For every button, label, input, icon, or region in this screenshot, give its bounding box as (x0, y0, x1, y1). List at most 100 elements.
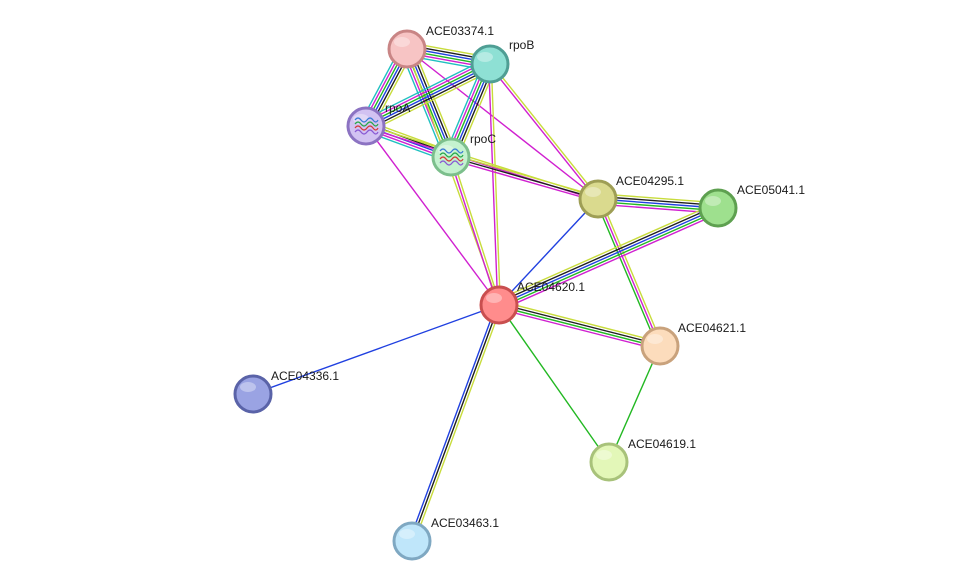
node-circle[interactable] (387, 29, 427, 69)
node-ACE04295.1[interactable]: ACE04295.1 (578, 174, 684, 219)
node-highlight (585, 187, 601, 197)
edge-line-textmining (412, 46, 458, 155)
node-highlight (240, 382, 256, 392)
node-label: rpoA (385, 101, 410, 115)
edge-line-textmining (598, 193, 719, 204)
node-label: ACE04620.1 (517, 280, 585, 294)
edge-rpoC-ACE04295.1[interactable] (450, 153, 599, 203)
edge-line-textmining (451, 153, 599, 198)
edge-line-cooccurrence (498, 207, 719, 306)
node-label: ACE05041.1 (737, 183, 805, 197)
edge-ACE04295.1-ACE04620.1[interactable] (498, 198, 599, 306)
edge-ACE04620.1-ACE04621.1[interactable] (497, 300, 662, 351)
node-highlight (394, 37, 410, 47)
node-ACE04619.1[interactable]: ACE04619.1 (589, 437, 696, 482)
edge-rpoB-rpoA[interactable] (362, 57, 494, 133)
edge-line-experimental (488, 64, 499, 306)
edge-line-textmining (599, 197, 664, 346)
edge-ACE04295.1-ACE04621.1[interactable] (594, 197, 664, 348)
edge-line-coexpression (598, 195, 719, 207)
edge-line-neighborhood (365, 62, 490, 126)
edge-rpoB-ACE04295.1[interactable] (488, 62, 600, 201)
structure-strand (439, 152, 464, 158)
edge-rpoB-ACE04620.1[interactable] (488, 63, 501, 306)
edge-line-experimental (365, 125, 500, 306)
node-circle[interactable] (698, 188, 738, 228)
edge-line-textmining (496, 202, 717, 301)
protein-structure-icon (354, 117, 379, 135)
node-circle[interactable] (479, 285, 519, 325)
edge-line-experimental (450, 158, 598, 203)
node-ACE03374.1[interactable]: ACE03374.1 (387, 24, 494, 69)
structure-strand (439, 148, 464, 154)
node-ACE04336.1[interactable]: ACE04336.1 (233, 369, 339, 414)
edge-line-coexpression (409, 47, 456, 156)
node-highlight (596, 450, 612, 460)
structure-strand (354, 125, 379, 131)
node-circle[interactable] (346, 106, 386, 146)
edge-line-experimental (406, 48, 599, 200)
edge-line-coexpression (411, 304, 500, 542)
node-circle[interactable] (431, 137, 471, 177)
node-circle[interactable] (392, 521, 432, 561)
node-label: rpoB (509, 38, 534, 52)
edge-line-textmining (451, 156, 501, 305)
edge-line-experimental (500, 212, 721, 311)
node-rpoC[interactable]: rpoC (431, 132, 496, 177)
edge-line-database (362, 57, 488, 121)
nodes-layer: ACE03374.1 rpoB rpoA rpoC ACE04295.1ACE05041… (233, 24, 805, 561)
structure-strand (354, 129, 379, 135)
edge-line-textmining (499, 300, 662, 343)
structure-strand (354, 121, 379, 127)
edge-line-coexpression (499, 303, 661, 346)
edge-ACE04621.1-ACE04619.1[interactable] (608, 345, 661, 463)
structure-strand (439, 156, 464, 162)
node-circle[interactable] (578, 179, 618, 219)
node-ACE04621.1[interactable]: ACE04621.1 (640, 321, 746, 366)
node-circle[interactable] (640, 326, 680, 366)
edge-line-coexpression (367, 66, 493, 131)
edge-line-neighborhood (498, 305, 660, 348)
node-ACE03463.1[interactable]: ACE03463.1 (392, 516, 499, 561)
protein-structure-icon (439, 148, 464, 166)
edge-rpoA-ACE04620.1[interactable] (365, 125, 500, 306)
edge-line-experimental (497, 308, 660, 351)
edge-line-textmining (490, 63, 501, 305)
edge-line-textmining (413, 305, 503, 543)
node-ACE04620.1[interactable]: ACE04620.1 (479, 280, 585, 325)
node-rpoA[interactable]: rpoA (346, 101, 410, 146)
node-highlight (399, 529, 415, 539)
edge-line-coexpression (450, 156, 599, 200)
edge-line-experimental (597, 198, 661, 347)
edge-line-cooccurrence (366, 64, 491, 128)
node-label: ACE04336.1 (271, 369, 339, 383)
edge-line-textmining (490, 62, 600, 199)
edge-line-cooccurrence (597, 198, 719, 209)
edge-line-cooccurrence (408, 303, 498, 541)
node-label: ACE03463.1 (431, 516, 499, 530)
node-highlight (705, 196, 721, 206)
edge-line-cooccurrence (252, 304, 500, 395)
structure-strand (354, 117, 379, 123)
edge-ACE04620.1-ACE04336.1[interactable] (252, 304, 500, 395)
node-ACE05041.1[interactable]: ACE05041.1 (698, 183, 805, 228)
edge-ACE04620.1-ACE04619.1[interactable] (498, 304, 610, 463)
node-rpoB[interactable]: rpoB (470, 38, 534, 84)
node-label: ACE04295.1 (616, 174, 684, 188)
node-circle[interactable] (470, 44, 510, 84)
node-label: ACE04619.1 (628, 437, 696, 451)
node-highlight (477, 52, 493, 62)
node-circle[interactable] (589, 442, 629, 482)
edge-ACE04620.1-ACE03463.1[interactable] (408, 303, 503, 543)
node-label: ACE03374.1 (426, 24, 494, 38)
edge-line-experimental (449, 157, 499, 306)
edge-rpoC-ACE04620.1[interactable] (449, 156, 501, 306)
node-highlight (647, 334, 663, 344)
edge-ACE03374.1-ACE04295.1[interactable] (406, 48, 599, 200)
edge-line-textmining (368, 69, 494, 133)
edge-line-experimental (488, 64, 598, 201)
edge-ACE04620.1-ACE05041.1[interactable] (496, 202, 721, 311)
node-highlight (486, 293, 502, 303)
node-circle[interactable] (233, 374, 273, 414)
